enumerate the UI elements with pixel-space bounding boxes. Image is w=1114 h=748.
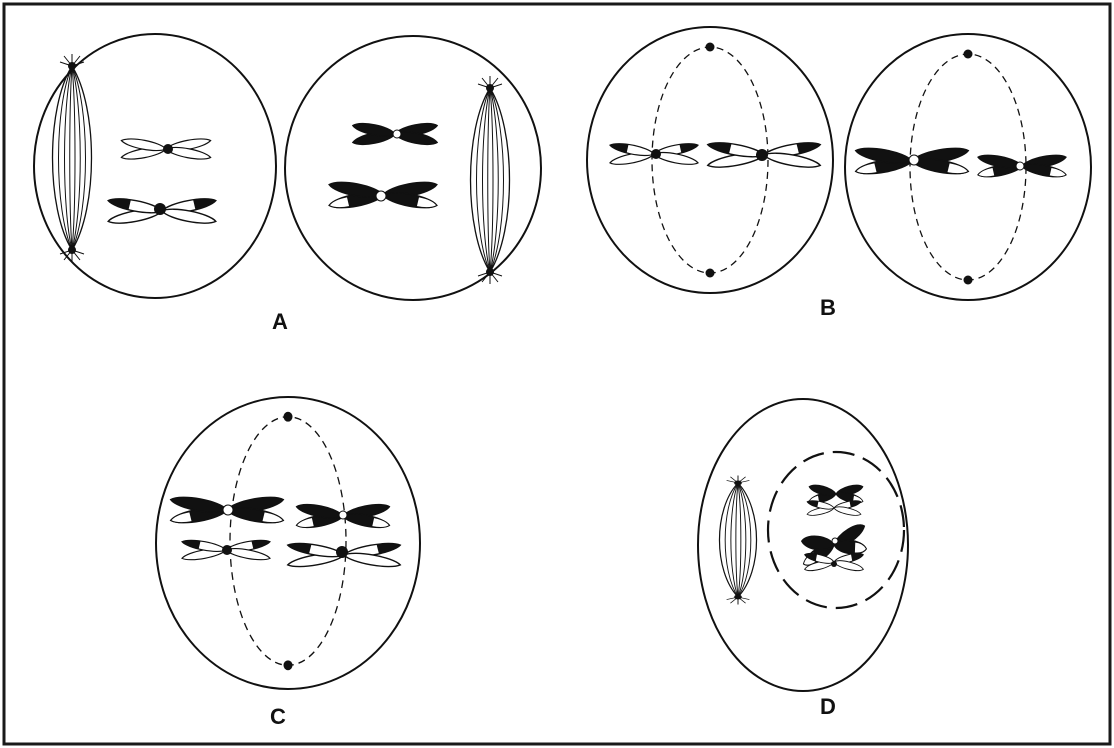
- panel-label-a: A: [272, 309, 288, 334]
- panel-a: A: [34, 34, 541, 334]
- panel-d: D: [698, 399, 908, 719]
- cell-a1: [34, 34, 276, 298]
- cell-b1: [587, 27, 833, 293]
- panel-label-b: B: [820, 295, 836, 320]
- panel-label-c: C: [270, 704, 286, 729]
- panel-b: B: [587, 27, 1091, 320]
- cell-d: [698, 399, 908, 691]
- panel-label-d: D: [820, 694, 836, 719]
- panel-c: C: [156, 397, 420, 729]
- cell-a2: [285, 36, 541, 300]
- cell-c: [156, 397, 420, 689]
- cell-b2: [845, 34, 1091, 300]
